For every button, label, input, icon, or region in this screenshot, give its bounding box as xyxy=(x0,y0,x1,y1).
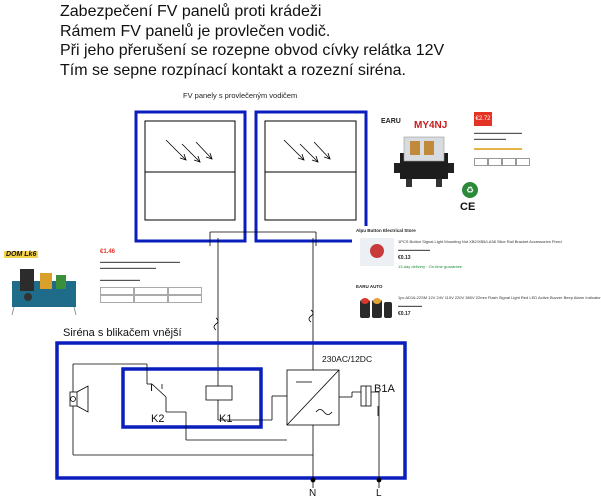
button-price: €0.13 xyxy=(398,255,411,261)
relay-product-card[interactable]: EARU MY4NJ €2.72 ▬▬▬▬▬▬▬▬▬▬▬▬ ▬▬▬▬▬▬▬▬ ♻… xyxy=(374,108,548,221)
relay-image xyxy=(394,136,454,187)
indicator-price: €0.17 xyxy=(398,311,411,317)
psu-label: 230AC/12DC xyxy=(322,354,372,364)
circuit-wiring xyxy=(69,358,382,488)
loop-wire xyxy=(209,231,317,370)
button-listing-card[interactable]: Alpu Button Electrical Store 1PCS Button… xyxy=(352,226,600,272)
psu-module-image: DOM Lk6 xyxy=(0,249,88,321)
k1-label: K1 xyxy=(219,413,232,425)
relay-box xyxy=(121,367,263,429)
k2-label: K2 xyxy=(151,413,164,425)
panel-frame-right xyxy=(254,110,368,243)
panels-label: FV panely s provlečeným vodičem xyxy=(183,91,297,100)
ce-mark: CE xyxy=(460,201,476,213)
button-image xyxy=(360,238,394,266)
solar-panel-right xyxy=(264,120,357,221)
indicator-image xyxy=(358,294,392,324)
heading-line-3: Při jeho přerušení se rozepne obvod cívk… xyxy=(60,42,445,59)
button-delivery: 13-day delivery · On-time guarantee xyxy=(398,264,463,269)
indicator-title: 1pc AD16-22SM 12V 24V 110V 220V 380V 22m… xyxy=(398,295,601,300)
heading: Zabezpečení FV panelů proti krádeži Ráme… xyxy=(60,2,444,80)
k2-open-mark: I xyxy=(150,382,153,394)
relay-model: MY4NJ xyxy=(414,120,448,131)
psu-listing-card[interactable]: €1.46 ▬▬▬▬▬▬▬▬▬▬▬▬▬▬▬▬▬▬▬▬ ▬▬▬▬▬▬▬▬▬▬▬▬▬… xyxy=(94,247,204,317)
heading-line-1: Zabezpečení FV panelů proti krádeži xyxy=(60,3,322,20)
n-terminal-label: N xyxy=(309,488,316,499)
recycle-icon: ♻ xyxy=(462,182,478,198)
l-terminal-label: L xyxy=(376,488,382,499)
button-store: Alpu Button Electrical Store xyxy=(356,228,416,233)
heading-line-4: Tím se sepne rozpínací kontakt a rozezní… xyxy=(60,61,406,79)
control-box xyxy=(55,341,407,480)
psu-badge: DOM Lk6 xyxy=(4,251,39,258)
panel-frame-left xyxy=(134,110,247,243)
solar-panel-left xyxy=(144,120,236,221)
relay-brand: EARU xyxy=(381,118,401,125)
heading-line-2: Rámem FV panelů je provlečen vodič. xyxy=(60,22,331,40)
button-title: 1PCS Button Signal Light Mounting Nut XB… xyxy=(398,239,562,244)
indicator-store: EARU AUTO xyxy=(356,284,383,289)
psu-price: €1.46 xyxy=(100,249,116,255)
fuse-label: B1A xyxy=(374,383,395,395)
indicator-listing-card[interactable]: EARU AUTO 1pc AD16-22SM 12V 24V 110V 220… xyxy=(352,282,601,328)
relay-price: €2.72 xyxy=(474,112,492,126)
siren-label: Siréna s blikačem vnější xyxy=(63,327,182,339)
